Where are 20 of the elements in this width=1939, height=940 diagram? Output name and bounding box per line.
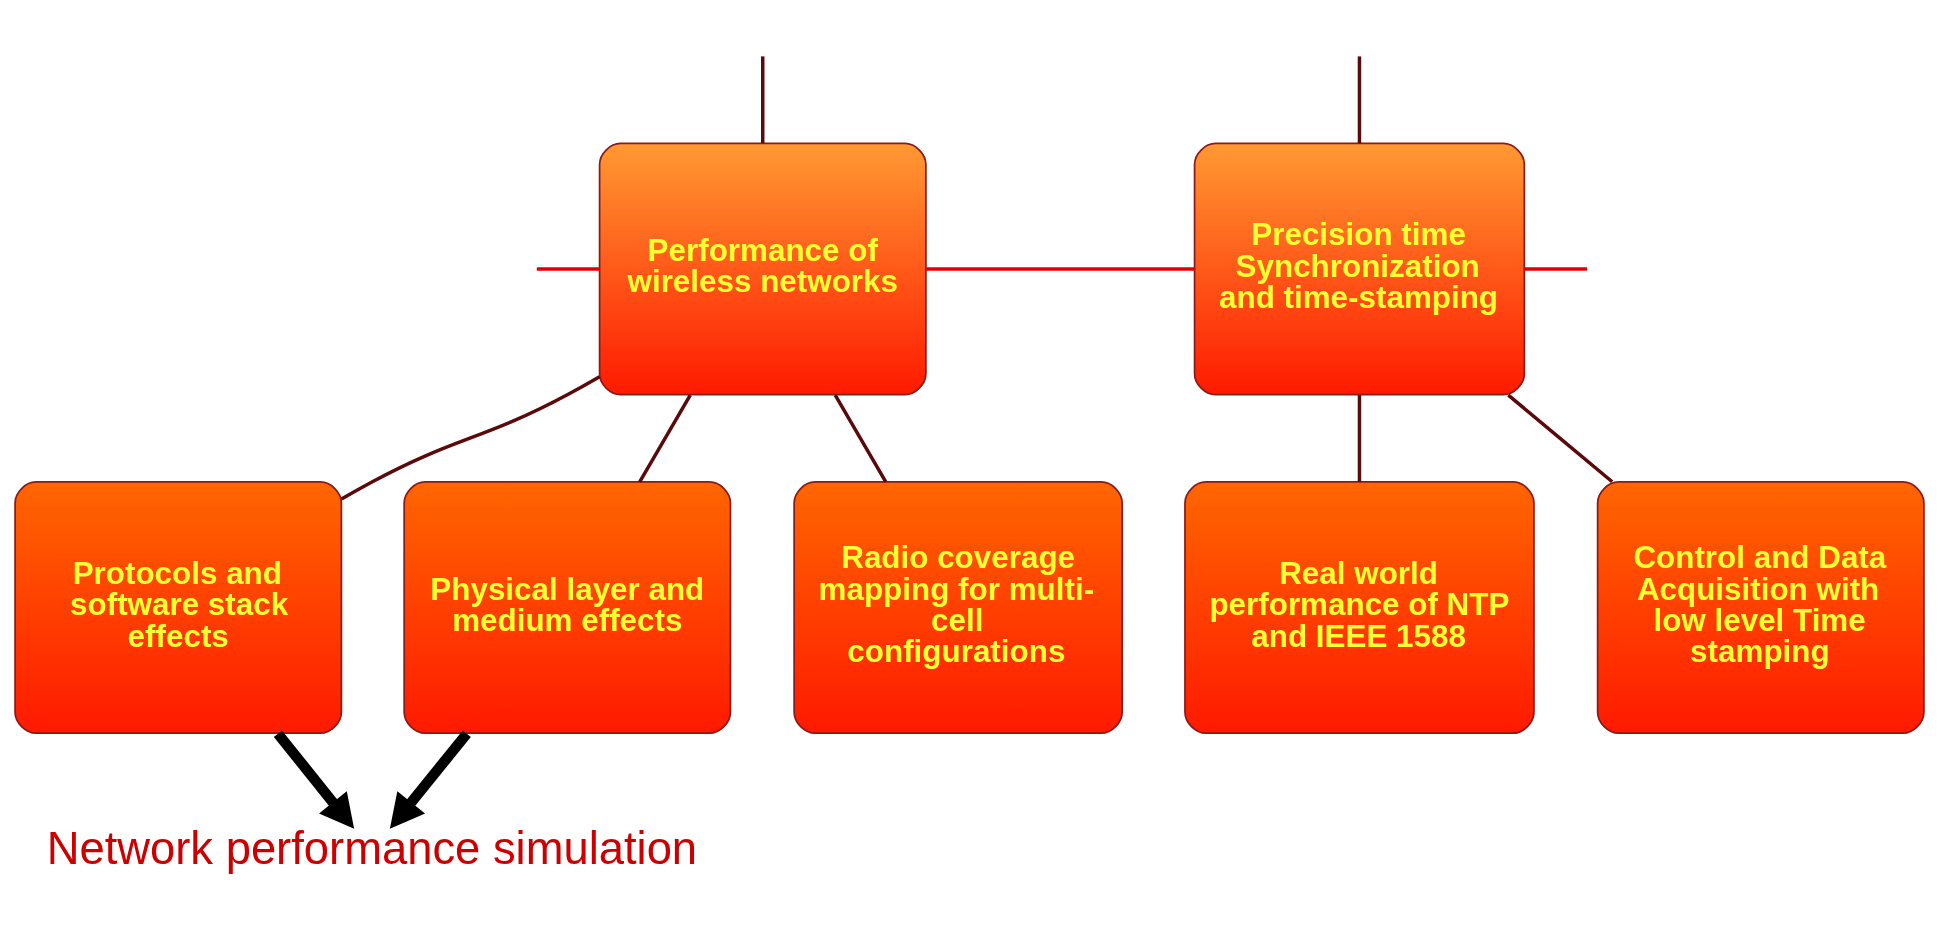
connector xyxy=(833,394,888,483)
connector xyxy=(536,267,600,271)
node-box: Real world performance of NTP and IEEE 1588 xyxy=(1184,481,1535,735)
connector xyxy=(1524,267,1588,271)
arrow xyxy=(273,730,355,829)
node-box: Precision time Synchronization and time-stamping xyxy=(1193,142,1526,396)
connector xyxy=(1357,395,1362,482)
node-box: Radio coverage mapping for multi-cell configurations xyxy=(793,481,1124,735)
connector xyxy=(638,394,692,483)
node-text: Network performance simulation xyxy=(46,822,698,874)
node-box: Protocols and software stack effects xyxy=(14,481,343,735)
connector xyxy=(1507,393,1614,484)
connector xyxy=(1357,56,1362,144)
node-box: Control and Data Acquisition with low level Time stamping xyxy=(1596,481,1925,735)
node-box: Performance of wireless networks xyxy=(598,142,927,396)
connector xyxy=(925,267,1195,271)
node-box: Physical layer and medium effects xyxy=(403,481,732,735)
arrow xyxy=(389,730,471,829)
connector xyxy=(340,375,601,501)
connector xyxy=(761,56,765,144)
